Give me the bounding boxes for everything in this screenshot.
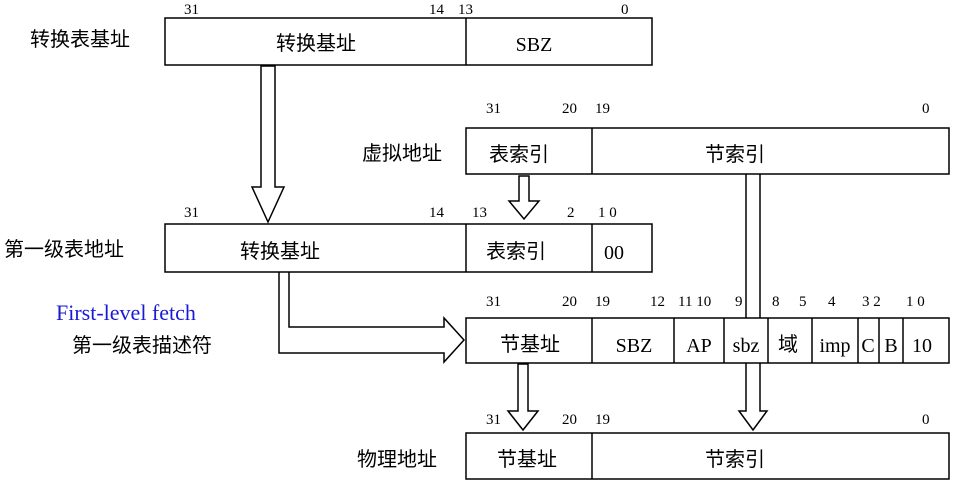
first-level-address-register xyxy=(164,223,653,273)
bit-label: 31 xyxy=(486,294,501,310)
field-table-index: 表索引 xyxy=(486,240,546,263)
bit-label: 9 xyxy=(735,294,743,310)
bit-label: 0 xyxy=(922,101,930,117)
field-zero-bits: 00 xyxy=(604,242,624,264)
bit-label: 19 xyxy=(595,101,610,117)
bit-label: 8 xyxy=(772,294,780,310)
arrow-section-base-down xyxy=(506,363,540,432)
field-table-index: 表索引 xyxy=(489,143,549,166)
translation-table-base-register xyxy=(164,17,653,66)
arrow-section-index-down xyxy=(737,172,769,432)
bit-label: 31 xyxy=(184,205,199,221)
arrow-table-index-down xyxy=(507,175,541,221)
field-c: C xyxy=(861,335,874,357)
field-section-base: 节基址 xyxy=(500,333,560,356)
field-domain: 域 xyxy=(778,333,798,356)
field-sbz: SBZ xyxy=(616,335,653,357)
bit-label: 13 xyxy=(458,2,473,18)
first-level-address-label: 第一级表地址 xyxy=(4,238,124,261)
first-level-fetch-label: First-level fetch xyxy=(56,300,196,325)
field-section-base: 节基址 xyxy=(497,448,557,471)
field-translation-base: 转换基址 xyxy=(240,240,320,263)
bit-label: 14 xyxy=(429,2,445,18)
physical-address-register xyxy=(465,432,950,480)
field-translation-base: 转换基址 xyxy=(276,32,356,55)
bit-label: 0 xyxy=(621,2,629,18)
bit-label: 13 xyxy=(472,205,487,221)
virtual-address-label: 虚拟地址 xyxy=(362,142,442,165)
bit-label: 31 xyxy=(184,2,199,18)
bit-label: 3 2 xyxy=(862,294,881,310)
physical-address-label: 物理地址 xyxy=(357,448,437,471)
field-ap: AP xyxy=(686,335,712,357)
translation-table-base-label: 转换表基址 xyxy=(30,28,130,51)
virtual-address-register xyxy=(465,127,950,175)
bit-label: 1 0 xyxy=(906,294,925,310)
arrow-base-to-first-level xyxy=(250,65,286,224)
bit-label: 19 xyxy=(595,412,610,428)
bit-label: 20 xyxy=(562,101,577,117)
arrow-first-level-fetch xyxy=(278,270,466,364)
field-sbz-bit9: sbz xyxy=(733,335,760,357)
bit-label: 14 xyxy=(429,205,445,221)
field-type-bits: 10 xyxy=(912,335,932,357)
field-section-index: 节索引 xyxy=(705,448,765,471)
field-b: B xyxy=(884,335,897,357)
bit-label: 20 xyxy=(562,294,577,310)
bit-label: 4 xyxy=(828,294,836,310)
first-level-descriptor xyxy=(465,317,950,364)
bit-label: 2 xyxy=(567,205,575,221)
bit-label: 5 xyxy=(799,294,807,310)
bit-label: 0 xyxy=(922,412,930,428)
bit-label: 12 xyxy=(650,294,665,310)
bit-label: 19 xyxy=(595,294,610,310)
field-section-index: 节索引 xyxy=(705,143,765,166)
bit-label: 1 0 xyxy=(598,205,617,221)
first-level-descriptor-label: 第一级表描述符 xyxy=(72,334,212,357)
field-sbz: SBZ xyxy=(516,34,553,56)
bit-label: 20 xyxy=(562,412,577,428)
bit-label: 31 xyxy=(486,412,501,428)
field-imp: imp xyxy=(819,335,850,357)
bit-label: 31 xyxy=(486,101,501,117)
bit-label: 11 10 xyxy=(678,294,711,310)
